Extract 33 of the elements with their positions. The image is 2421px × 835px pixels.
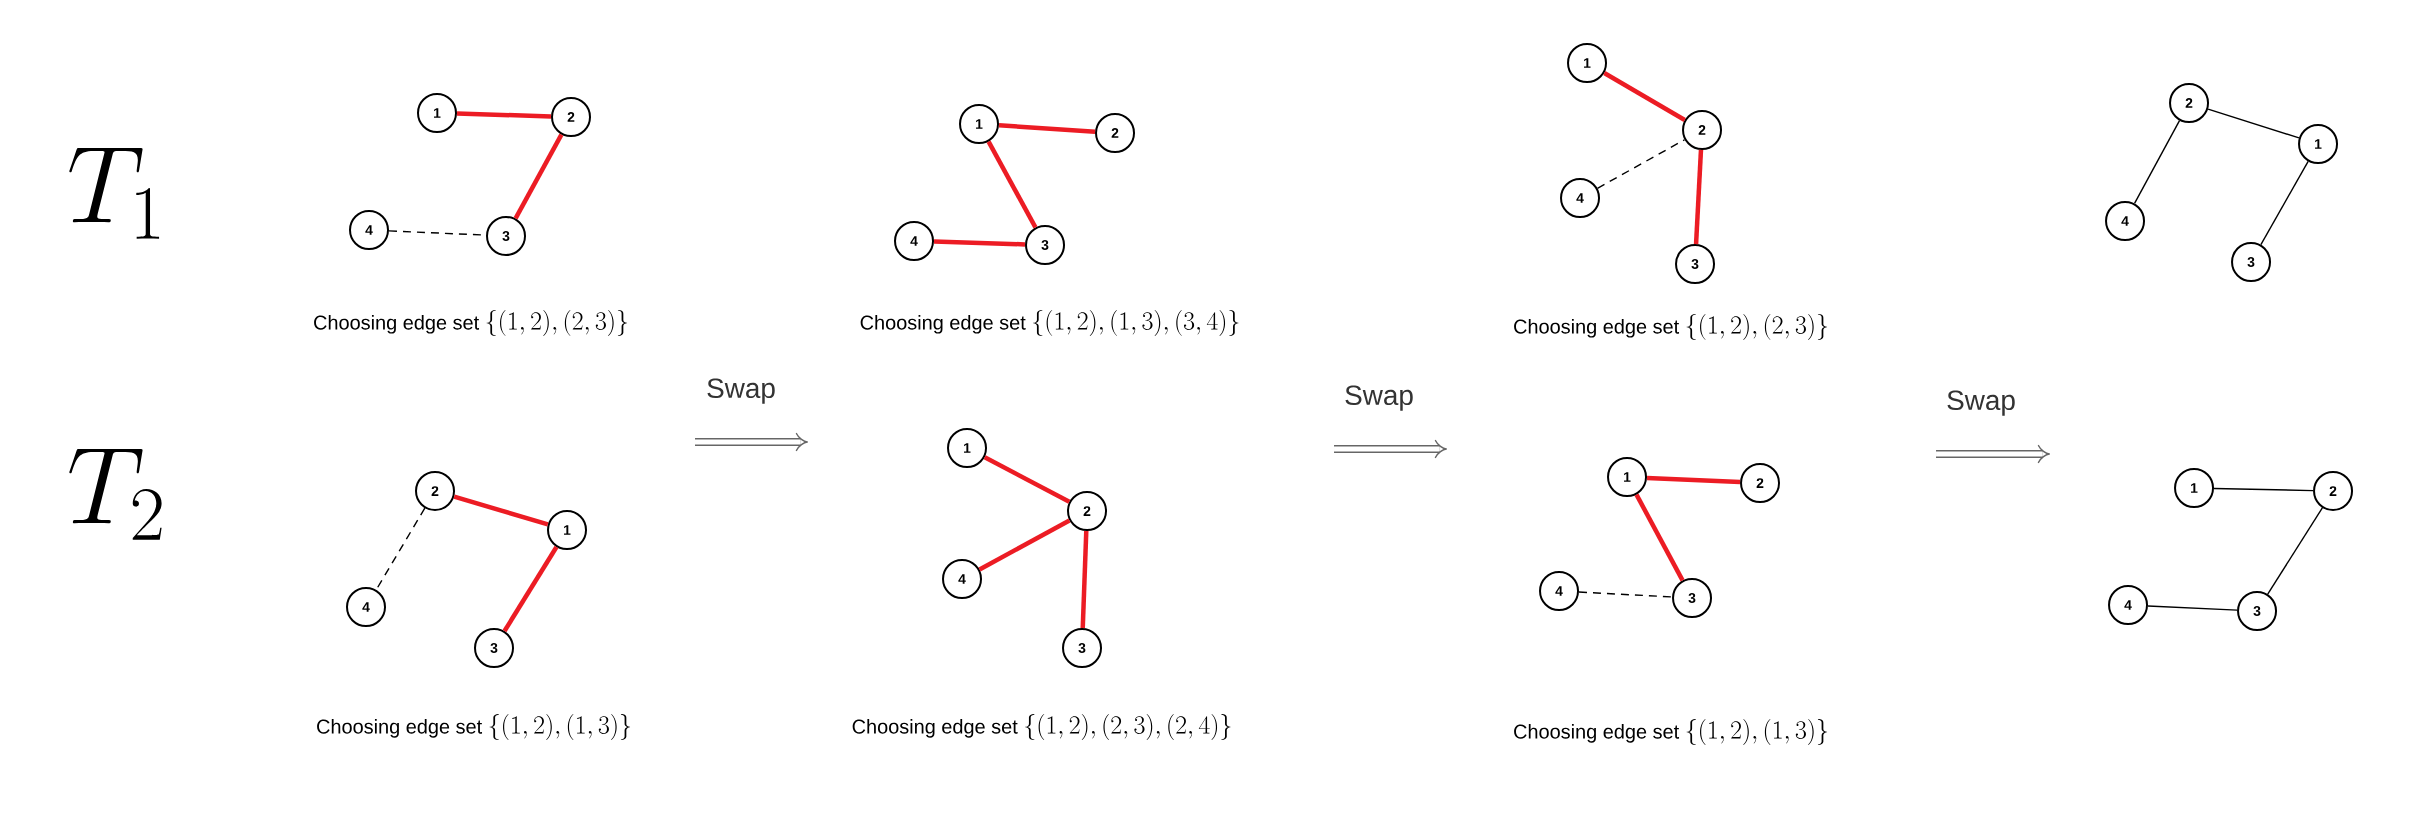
caption: Choosing edge set $\{(1,2),(2,3)\}$ bbox=[1514, 314, 1828, 340]
graph-edge bbox=[1693, 149, 1704, 245]
graph-edge bbox=[1596, 139, 1686, 189]
graph-edge bbox=[453, 494, 549, 527]
graph-edge bbox=[1603, 71, 1686, 122]
graph-edge bbox=[513, 133, 564, 220]
graph-edge bbox=[1646, 475, 1741, 485]
graph-edge bbox=[1080, 530, 1089, 629]
swap-label: Swap bbox=[1947, 390, 2015, 416]
graph-edge bbox=[2213, 487, 2314, 492]
graph-edge bbox=[1634, 493, 1685, 582]
swap-label: Swap bbox=[707, 378, 775, 404]
graph-edge bbox=[2207, 108, 2300, 139]
graph-edge bbox=[978, 518, 1071, 572]
caption: Choosing edge set $\{(1,2),(1,3)\}$ bbox=[1514, 719, 1828, 745]
graph-edge bbox=[983, 455, 1071, 504]
graph-edge bbox=[456, 111, 552, 119]
tree-label: $T_1$ bbox=[69, 147, 160, 239]
graph-edge bbox=[998, 123, 1096, 134]
graph-edge bbox=[933, 239, 1026, 247]
caption: Choosing edge set $\{(1,2),(2,3),(2,4)\}$ bbox=[852, 714, 1231, 740]
swap-label: Swap bbox=[1345, 385, 1413, 411]
tree-label: $T_2$ bbox=[69, 448, 162, 540]
graph-edge bbox=[2267, 507, 2324, 595]
graph-edge bbox=[2147, 605, 2238, 611]
caption: Choosing edge set $\{(1,2),(1,3)\}$ bbox=[317, 714, 631, 740]
caption: Choosing edge set $\{(1,2),(1,3),(3,4)\}$ bbox=[860, 310, 1239, 336]
graph-edge bbox=[502, 545, 559, 633]
graph-edge bbox=[1578, 591, 1673, 598]
graph-edge bbox=[2133, 119, 2181, 205]
graph-edge bbox=[2260, 160, 2309, 246]
caption: Choosing edge set $\{(1,2),(2,3)\}$ bbox=[314, 310, 628, 336]
graph-edge bbox=[986, 140, 1038, 229]
